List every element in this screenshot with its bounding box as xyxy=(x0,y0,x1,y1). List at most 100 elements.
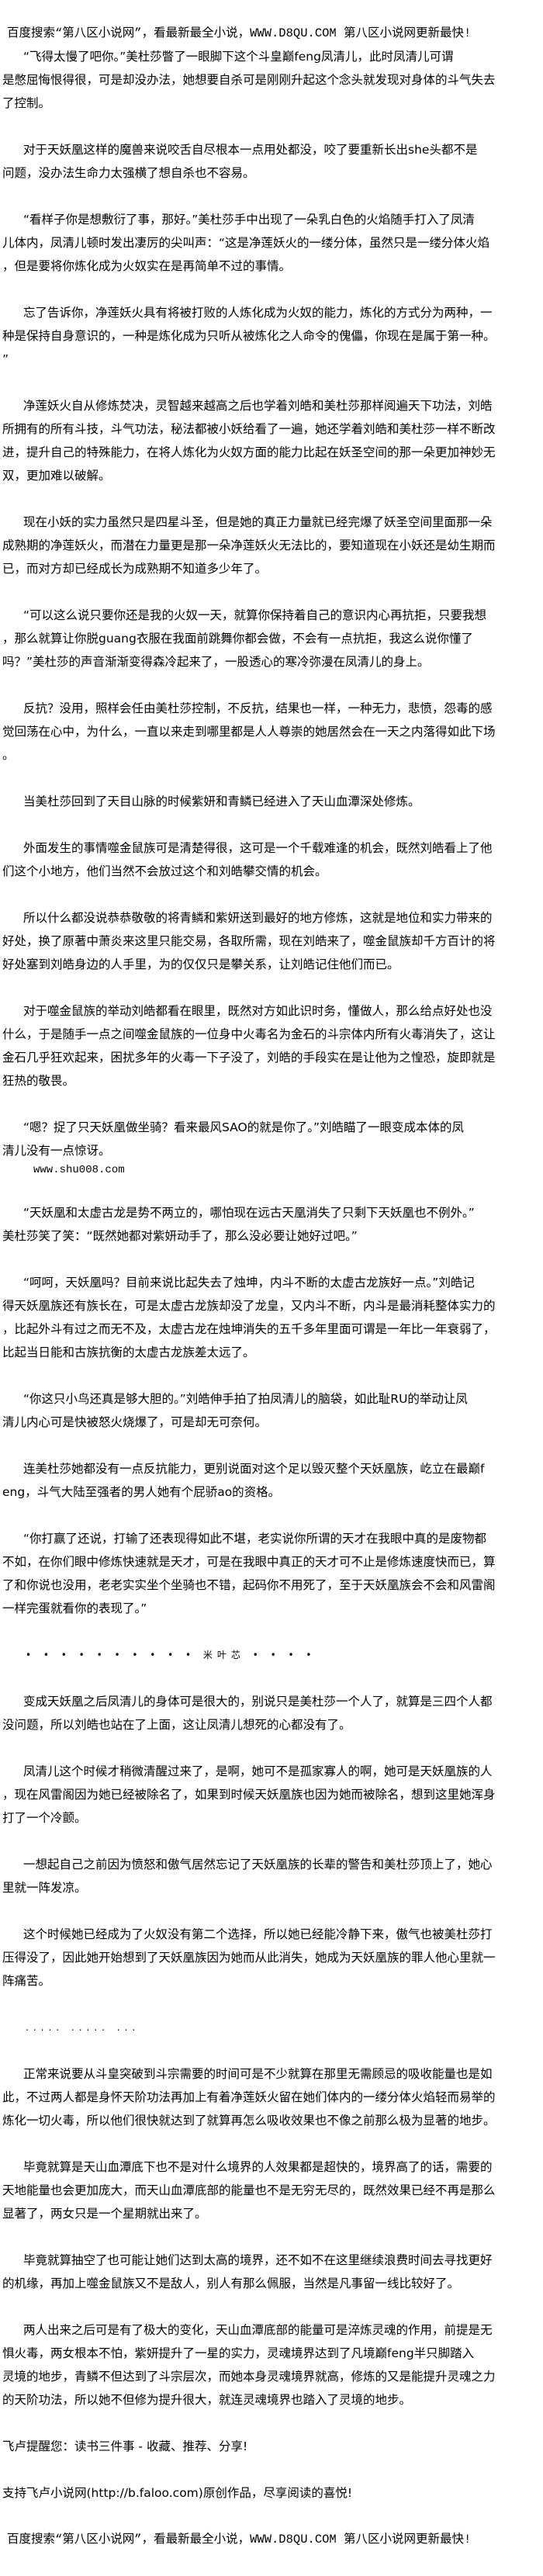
paragraph-line: 的天阶功法，所以她不但修为提升很大，就连灵魂境界也踏入了灵境的地步。 xyxy=(2,2393,412,2407)
separator-dots: • • • • • • • • • • 米叶芯 • • • • xyxy=(26,1650,316,1660)
separator-dots: ..... ..... ... xyxy=(26,2022,140,2033)
paragraph-line: 。 xyxy=(2,748,15,762)
chapter-document: 百度搜索“第八区小说网”，看最新最全小说，WWW.D8QU.COM 第八区小说网… xyxy=(2,22,538,2551)
paragraph-line: 进，提升自己的特殊能力，在将人炼化为火奴方面的能力比起在妖圣空间的那一朵更加神妙… xyxy=(2,445,496,459)
paragraph-line: ” xyxy=(2,352,9,366)
paragraph-line: 美杜莎笑了笑：“既然她都对紫妍动手了，那么没必要让她好过吧。” xyxy=(2,1229,358,1243)
paragraph-line: 得天妖凰族还有族长在，可是太虚古龙族却没了龙皇，又内斗不断，内斗是最消耗整体实力… xyxy=(2,1299,496,1313)
paragraph-line: “看样子你是想敷衍了事，那好。”美杜莎手中出现了一朵乳白色的火焰随手打入了凤清 xyxy=(23,213,475,227)
paragraph-line: 狂热的敬畏。 xyxy=(2,1074,75,1088)
paragraph: 对于噬金鼠族的举动刘皓都看在眼里，既然对方如此识时务，懂做人，那么给点好处也没什… xyxy=(2,999,538,1092)
paragraph-line: 是憋屈悔恨得很，可是却没办法，她想要自杀可是刚刚升起这个念头就发现对身体的斗气失… xyxy=(2,73,496,87)
paragraph-line: 金石几乎狂欢起来，困扰多年的火毒一下子没了，刘皓的手段实在是让他为之惶恐，旋即就… xyxy=(2,1051,496,1065)
paragraph-line: ，比起外斗有过之而无不及，太虚古龙在烛坤消失的五千多年里面可谓是一年比一年衰弱了… xyxy=(2,1322,496,1336)
paragraph-line: 种是保持自身意识的，一种是炼化成为只听从被炼化之人命令的傀儡，你现在是属于第一种… xyxy=(2,329,496,343)
paragraph-line: 当美杜莎回到了天目山脉的时候紫妍和青鳞已经进入了天山血潭深处修炼。 xyxy=(23,795,420,808)
paragraph-line: 压得没了，因此她开始想到了天妖凰族因为她而从此消失，她成为天妖凰族的罪人他心里就… xyxy=(2,1951,496,1965)
paragraph-line: ，那么就算让你脱guang衣服在我面前跳舞你都会做，不会有一点抗拒，我这么说你懂… xyxy=(2,632,473,646)
paragraph: “嗯？捉了只天妖凰做坐骑？看来最风SAO的就是你了。”刘皓瞄了一眼变成本体的凤清… xyxy=(2,1116,538,1162)
paragraph: 外面发生的事情噬金鼠族可是清楚得很，这可是一个千载难逢的机会，既然刘皓看上了他们… xyxy=(2,836,538,883)
paragraph: 两人出来之后可是有了极大的变化，天山血潭底部的能量可是淬炼灵魂的作用，前提是无惧… xyxy=(2,2318,538,2412)
paragraph: 一想起自己之前因为愤怒和傲气居然忘记了天妖凰族的长辈的警告和美杜莎顶上了，她心里… xyxy=(2,1853,538,1899)
watermark-url: www.shu008.com xyxy=(33,1164,125,1176)
paragraph: 凤清儿这个时候才稍微清醒过来了，是啊，她可不是孤家寡人的啊，她可是天妖凰族的人 ，… xyxy=(2,1760,538,1830)
paragraph-line: 了和你说也没用，老老实实坐个坐骑也不错，起码你不用死了，至于天妖凰族会不会和风雷… xyxy=(2,1578,496,1592)
paragraph: 变成天妖凰之后凤清儿的身体可是很大的，别说只是美杜莎一个人了，就算是三四个人都没… xyxy=(2,1690,538,1736)
paragraph: 现在小妖的实力虽然只是四星斗圣，但是她的真正力量就已经完爆了妖圣空间里面那一朵成… xyxy=(2,511,538,580)
paragraph-line: 此，不过两人都是身怀天阶功法再加上有着净莲妖火留在她们体内的一缕分体火焰轻而易举… xyxy=(2,2090,496,2104)
paragraph-line: 毕竟就算抽空了也可能让她们达到太高的境界，还不如不在这里继续浪费时间去寻找更好 xyxy=(23,2253,493,2267)
paragraph: 净莲妖火自从修炼焚决，灵智越来越高之后也学着刘皓和美杜莎那样阅遍天下功法，刘皓所… xyxy=(2,394,538,487)
reminder-text: 飞卢提醒您：读书三件事 - 收藏、推荐、分享! xyxy=(2,2439,248,2453)
paragraph-line: 天地能量也会更加庞大，而天山血潭底部的能量也不是无穷无尽的，既然效果已经不再是那… xyxy=(2,2183,496,2197)
paragraph-line: “呵呵，天妖凰吗？目前来说比起失去了烛坤，内斗不断的太虚古龙族好一点。”刘皓记 xyxy=(23,1276,475,1290)
paragraph-line: 所拥有的所有斗技，斗气功法，秘法都被小妖给看了一遍，她还学着刘皓和美杜莎一样不断… xyxy=(2,422,496,436)
paragraph-line: 比起当日能和古族抗衡的太虚古龙族差太远了。 xyxy=(2,1345,255,1359)
paragraph-line: 灵境的地步，青鳞不但达到了斗宗层次，而她本身灵魂境界就高，修炼的又是能提升灵魂之… xyxy=(2,2370,496,2384)
paragraph-line: 连美杜莎她都没有一点反抗能力，更别说面对这个足以毁灭整个天妖凰族，屹立在最巅f xyxy=(23,1462,485,1476)
paragraph: 反抗？没用，照样会任由美杜莎控制，不反抗，结果也一样，一种无力，悲愤，怨毒的感觉… xyxy=(2,697,538,767)
paragraph-line: “可以这么说只要你还是我的火奴一天，就算你保持着自己的意识内心再抗拒，只要我想 xyxy=(23,608,487,622)
paragraph-line: 这个时候她已经成为了火奴没有第二个选择，所以她已经能冷静下来，傲气也被美杜莎打 xyxy=(23,1927,493,1941)
paragraph-line: 已，而对方却已经成长为成熟期不知道多少年了。 xyxy=(2,562,268,576)
paragraph: “可以这么说只要你还是我的火奴一天，就算你保持着自己的意识内心再抗拒，只要我想 ，… xyxy=(2,604,538,673)
paragraph-line: 吗？”美杜莎的声音渐渐变得森冷起来了，一股透心的寒冷弥漫在凤清儿的身上。 xyxy=(2,655,430,669)
chapter-body: “飞得太慢了吧你。”美杜莎瞥了一眼脚下这个斗皇巅feng凤清儿，此时凤清儿可谓是… xyxy=(2,45,538,2412)
paragraph-line: “天妖凰和太虚古龙是势不两立的，哪怕现在远古天凰消失了只剩下天妖凰也不例外。” xyxy=(23,1206,475,1220)
paragraph-line: 惧火毒，两女根本不怕，紫妍提升了一星的实力，灵魂境界达到了凡境巅feng半只脚踏… xyxy=(2,2346,475,2360)
paragraph-line: 好处塞到刘皓身边的人手里，为的仅仅只是攀关系，让刘皓记住他们而已。 xyxy=(2,957,399,971)
paragraph-line: 正常来说要从斗皇突破到斗宗需要的时间可是不少就算在那里无需顾忌的吸收能量也是如 xyxy=(23,2067,493,2081)
paragraph-line: “你打赢了还说，打输了还表现得如此不堪，老实说你所谓的天才在我眼中真的是废物都 xyxy=(23,1532,487,1546)
paragraph-line: 变成天妖凰之后凤清儿的身体可是很大的，别说只是美杜莎一个人了，就算是三四个人都 xyxy=(23,1695,493,1709)
paragraph-line: 问题，没办法生命力太强横了想自杀也不容易。 xyxy=(2,166,255,180)
paragraph: 连美杜莎她都没有一点反抗能力，更别说面对这个足以毁灭整个天妖凰族，屹立在最巅f e… xyxy=(2,1457,538,1504)
paragraph: 正常来说要从斗皇突破到斗宗需要的时间可是不少就算在那里无需顾忌的吸收能量也是如此… xyxy=(2,2062,538,2132)
paragraph: “呵呵，天妖凰吗？目前来说比起失去了烛坤，内斗不断的太虚古龙族好一点。”刘皓记得… xyxy=(2,1271,538,1364)
paragraph: 毕竟就算是天山血潭底下也不是对什么境界的人效果都是超快的，境界高了的话，需要的天… xyxy=(2,2155,538,2225)
paragraph: “飞得太慢了吧你。”美杜莎瞥了一眼脚下这个斗皇巅feng凤清儿，此时凤清儿可谓是… xyxy=(2,45,538,115)
paragraph-line: 净莲妖火自从修炼焚决，灵智越来越高之后也学着刘皓和美杜莎那样阅遍天下功法，刘皓 xyxy=(23,399,493,413)
paragraph-line: 里就一阵发凉。 xyxy=(2,1881,87,1895)
paragraph-line: ，但是要将你炼化成为火奴实在是再简单不过的事情。 xyxy=(2,259,292,273)
paragraph-line: 毕竟就算是天山血潭底下也不是对什么境界的人效果都是超快的，境界高了的话，需要的 xyxy=(23,2160,493,2174)
paragraph-line: 一想起自己之前因为愤怒和傲气居然忘记了天妖凰族的长辈的警告和美杜莎顶上了，她心 xyxy=(23,1858,493,1871)
paragraph-line: 显著了，两女只是一个星期就出来了。 xyxy=(2,2207,207,2221)
paragraph: “你打赢了还说，打输了还表现得如此不堪，老实说你所谓的天才在我眼中真的是废物都不… xyxy=(2,1527,538,1620)
paragraph-line: ，现在风雷阁因为她已经被除名了，如果到时候天妖凰族也因为她而被除名，想到这里她浑… xyxy=(2,1788,496,1802)
paragraph-line: 清儿没有一点惊讶。 xyxy=(2,1144,111,1158)
support-link-text[interactable]: 支持飞卢小说网(http://b.faloo.com)原创作品，尽享阅读的喜悦! xyxy=(2,2486,353,2500)
paragraph-line: 两人出来之后可是有了极大的变化，天山血潭底部的能量可是淬炼灵魂的作用，前提是无 xyxy=(23,2323,493,2337)
paragraph-line: eng，斗气大陆至强者的男人她有个屁骄ao的资格。 xyxy=(2,1485,281,1499)
paragraph-line: 凤清儿这个时候才稍微清醒过来了，是啊，她可不是孤家寡人的啊，她可是天妖凰族的人 xyxy=(23,1764,493,1778)
header-banner: 百度搜索“第八区小说网”，看最新最全小说，WWW.D8QU.COM 第八区小说网… xyxy=(7,26,472,40)
paragraph-line: 不如，在你们眼中修炼快速就是天才，可是在我眼中真正的天才可不止是修炼速度快而已，… xyxy=(2,1555,496,1569)
footer-banner: 百度搜索“第八区小说网”，看最新最全小说，WWW.D8QU.COM 第八区小说网… xyxy=(7,2533,472,2547)
paragraph: 对于天妖凰这样的魔兽来说咬舌自尽根本一点用处都没，咬了要重新长出she头都不是问… xyxy=(2,138,538,185)
paragraph-line: 对于天妖凰这样的魔兽来说咬舌自尽根本一点用处都没，咬了要重新长出she头都不是 xyxy=(23,143,478,157)
paragraph-line: 儿体内，凤清儿顿时发出凄厉的尖叫声：“这是净莲妖火的一缕分体，虽然只是一缕分体火… xyxy=(2,236,490,250)
artifact xyxy=(2,185,538,208)
paragraph-line: 反抗？没用，照样会任由美杜莎控制，不反抗，结果也一样，一种无力，悲愤，怨毒的感 xyxy=(23,701,493,715)
paragraph-line: “嗯？捉了只天妖凰做坐骑？看来最风SAO的就是你了。”刘皓瞄了一眼变成本体的凤 xyxy=(23,1120,464,1134)
paragraph-line: 觉回荡在心中，为什么，一直以来走到哪里都是人人尊崇的她居然会在一天之内落得如此下… xyxy=(2,725,496,739)
paragraph: “你这只小鸟还真是够大胆的。”刘皓伸手拍了拍凤清儿的脑袋，如此耻RU的举动让凤清… xyxy=(2,1387,538,1434)
paragraph: 这个时候她已经成为了火奴没有第二个选择，所以她已经能冷静下来，傲气也被美杜莎打压… xyxy=(2,1923,538,1993)
paragraph-line: 所以什么都没说恭恭敬敬的将青鳞和紫妍送到最好的地方修炼，这就是地位和实力带来的 xyxy=(23,911,493,925)
paragraph: 所以什么都没说恭恭敬敬的将青鳞和紫妍送到最好的地方修炼，这就是地位和实力带来的好… xyxy=(2,906,538,976)
paragraph-line: 什么，于是随手一点之间噬金鼠族的一位身中火毒名为金石的斗宗体内所有火毒消失了，这… xyxy=(2,1027,496,1041)
paragraph-line: 外面发生的事情噬金鼠族可是清楚得很，这可是一个千载难逢的机会，既然刘皓看上了他 xyxy=(23,841,493,855)
paragraph: “天妖凰和太虚古龙是势不两立的，哪怕现在远古天凰消失了只剩下天妖凰也不例外。” 美… xyxy=(2,1201,538,1248)
paragraph: “看样子你是想敷衍了事，那好。”美杜莎手中出现了一朵乳白色的火焰随手打入了凤清儿… xyxy=(2,208,538,278)
paragraph: 当美杜莎回到了天目山脉的时候紫妍和青鳞已经进入了天山血潭深处修炼。 xyxy=(2,790,538,813)
paragraph-line: 成熟期的净莲妖火，而潜在力量更是那一朵净莲妖火无法比的，要知道现在小妖还是幼生期… xyxy=(2,538,496,552)
paragraph-line: 一样完蛋就看你的表现了。” xyxy=(2,1601,147,1615)
paragraph-line: 好处，换了原著中萧炎来这里只能交易，各取所需，现在刘皓来了，噬金鼠族却千方百计的… xyxy=(2,934,496,948)
paragraph-line: 们这个小地方，他们当然不会放过这个和刘皓攀交情的机会。 xyxy=(2,864,327,878)
paragraph-line: 忘了告诉你，净莲妖火具有将被打败的人炼化成为火奴的能力，炼化的方式分为两种，一 xyxy=(23,306,493,320)
paragraph: 毕竟就算抽空了也可能让她们达到太高的境界，还不如不在这里继续浪费时间去寻找更好的… xyxy=(2,2249,538,2295)
paragraph-line: 炼化一切火毒，所以他们很快就达到了就算再怎么吸收效果也不像之前那么极为显著的地步… xyxy=(2,2114,496,2128)
paragraph-line: 的机缘，再加上噬金鼠族又不是敌人，别人有那么佩服，当然是凡事留一线比较好了。 xyxy=(2,2277,460,2290)
paragraph-line: 现在小妖的实力虽然只是四星斗圣，但是她的真正力量就已经完爆了妖圣空间里面那一朵 xyxy=(23,515,493,529)
paragraph: 忘了告诉你，净莲妖火具有将被打败的人炼化成为火奴的能力，炼化的方式分为两种，一种… xyxy=(2,301,538,371)
paragraph-line: 对于噬金鼠族的举动刘皓都看在眼里，既然对方如此识时务，懂做人，那么给点好处也没 xyxy=(23,1004,493,1018)
